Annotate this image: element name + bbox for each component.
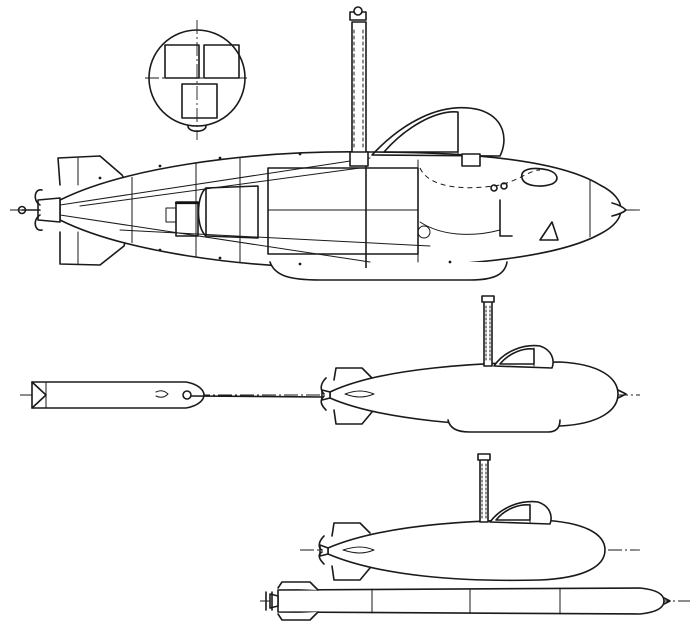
hand-wheel [417, 225, 431, 239]
canopy-outline [371, 106, 505, 157]
section-view [10, 6, 640, 281]
motor-housing [205, 185, 259, 239]
tow-stabilizer [344, 390, 375, 398]
section-box-right [203, 44, 240, 79]
mast-base [349, 151, 369, 167]
control-knob-1 [490, 184, 498, 192]
carrier-prop-upper [318, 535, 325, 551]
forward-window [521, 167, 558, 187]
carrier-torpedo [277, 587, 665, 615]
pilot-outline [419, 167, 541, 189]
tow-sub-hull [329, 361, 619, 428]
tow-sub-tail [321, 389, 331, 401]
tow-prop-upper [320, 377, 327, 395]
tow-sub-nose [617, 389, 627, 399]
periscope-lens [353, 6, 363, 16]
mid-tie-line [119, 229, 431, 247]
coupler [165, 207, 177, 223]
carrier-upper-fin [331, 522, 371, 537]
tail-cone [37, 197, 61, 223]
periscope-mast [349, 6, 369, 167]
tow-eye [182, 390, 192, 400]
tow-dome [493, 344, 554, 369]
section-box-left [164, 44, 200, 79]
tow-keel [447, 419, 561, 433]
carrier-sub-tail [319, 544, 329, 557]
section-box-bottom [181, 83, 218, 119]
hatch-latch [461, 153, 481, 167]
tow-lower-fin [333, 409, 373, 425]
carrier-sub-hull [327, 519, 606, 582]
side-view-carrier [260, 453, 690, 621]
tow-cable [191, 395, 323, 398]
torpedo-lower-fin [277, 611, 319, 621]
tow-mast-head [481, 295, 495, 303]
torpedo-upper-fin [277, 581, 319, 591]
tow-prop-lower [320, 395, 327, 411]
side-view-towing [20, 295, 640, 433]
seat-line [419, 221, 501, 235]
control-stick [499, 199, 513, 237]
front-section-view [145, 20, 250, 140]
torpedo-fin [155, 390, 169, 398]
nose-tip [611, 202, 627, 217]
carrier-lower-fin [331, 565, 371, 581]
carrier-stabilizer [342, 546, 375, 554]
carrier-mast-head [477, 453, 491, 461]
towed-torpedo [31, 381, 205, 409]
control-knob-2 [500, 182, 508, 190]
rivet-markers [98, 152, 452, 266]
keel [269, 261, 508, 281]
carrier-dome [489, 500, 552, 525]
depth-rudder-bracket [539, 221, 559, 241]
carrier-mast [479, 457, 489, 523]
tow-mast [483, 299, 493, 367]
carrier-prop-lower [318, 551, 325, 565]
upper-tie-line [60, 157, 371, 206]
propeller-lower [34, 214, 43, 231]
canopy-dome [371, 106, 505, 167]
propeller-upper [34, 189, 43, 206]
tow-upper-fin [333, 367, 373, 381]
torpedo-nose [663, 597, 671, 605]
